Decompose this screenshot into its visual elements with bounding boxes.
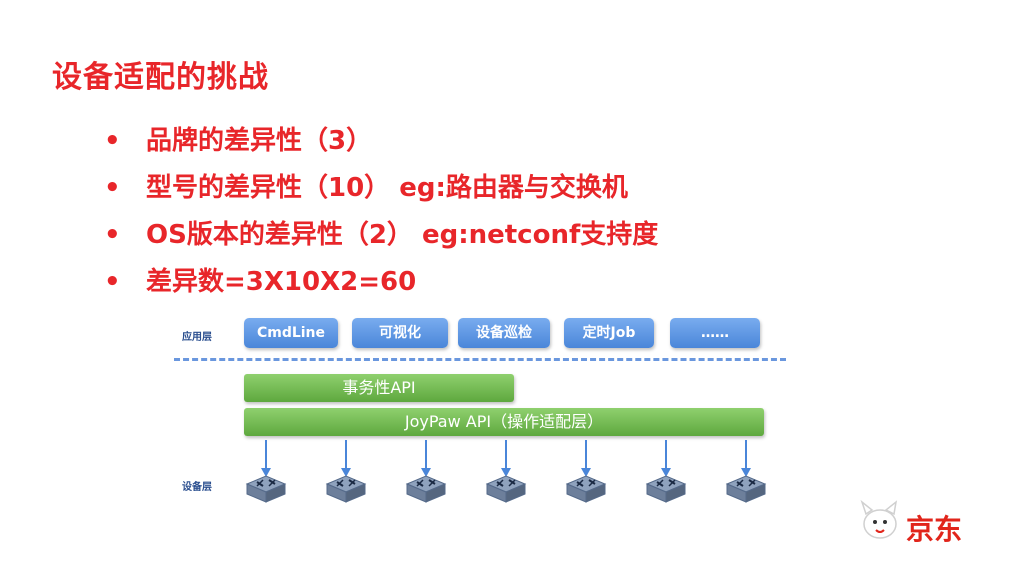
bullet-text: 差异数=3X10X2=60 [146, 267, 417, 297]
down-arrow-icon [420, 440, 432, 478]
down-arrow-icon [740, 440, 752, 478]
app-box-visualization[interactable]: 可视化 [352, 318, 448, 348]
slide-title: 设备适配的挑战 [52, 60, 269, 95]
switch-device-icon [483, 472, 529, 504]
jd-logo: 京东 [856, 499, 986, 550]
layer-divider [174, 358, 786, 361]
app-box-cmdline[interactable]: CmdLine [244, 318, 338, 348]
app-box-more[interactable]: …… [670, 318, 760, 348]
bullet-text: 品牌的差异性（3） [146, 126, 373, 156]
down-arrow-icon [660, 440, 672, 478]
bullet-dot: • [104, 173, 121, 203]
jd-logo-text: 京东 [906, 513, 963, 546]
down-arrow-icon [580, 440, 592, 478]
down-arrow-icon [500, 440, 512, 478]
jd-dog-icon [860, 499, 898, 539]
switch-device-icon [723, 472, 769, 504]
bullet-dot: • [104, 267, 121, 297]
app-box-device-inspection[interactable]: 设备巡检 [458, 318, 550, 348]
switch-device-icon [243, 472, 289, 504]
app-box-scheduled-job[interactable]: 定时Job [564, 318, 654, 348]
down-arrow-icon [340, 440, 352, 478]
bullet-text: 型号的差异性（10） eg:路由器与交换机 [146, 173, 628, 203]
down-arrow-icon [260, 440, 272, 478]
bullet-text: OS版本的差异性（2） eg:netconf支持度 [146, 220, 659, 250]
transaction-api-bar: 事务性API [244, 374, 514, 402]
switch-device-icon [563, 472, 609, 504]
joypaw-api-bar: JoyPaw API（操作适配层） [244, 408, 764, 436]
switch-device-icon [643, 472, 689, 504]
switch-device-icon [403, 472, 449, 504]
device-layer-label: 设备层 [182, 482, 212, 493]
app-layer-label: 应用层 [182, 332, 212, 343]
bullet-dot: • [104, 126, 121, 156]
switch-device-icon [323, 472, 369, 504]
architecture-diagram: 应用层 CmdLine 可视化 设备巡检 定时Job …… 事务性API Joy… [170, 312, 810, 512]
bullet-dot: • [104, 220, 121, 250]
